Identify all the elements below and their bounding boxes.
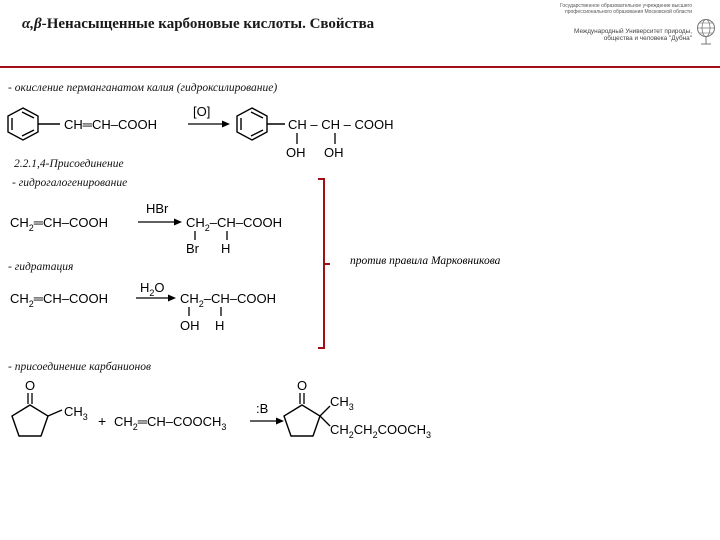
r1-reactant: CH═CH‒COOH <box>64 117 157 132</box>
title-greek: α,β- <box>22 16 47 32</box>
university-subtitle: Государственное образовательное учрежден… <box>559 3 692 15</box>
markovnikov-note: против правила Марковникова <box>350 255 501 267</box>
r1-reagent: [O] <box>193 104 210 119</box>
header-divider <box>0 66 720 68</box>
r4-product-ch3: CH3 <box>330 394 354 412</box>
r2-reagent: HBr <box>146 201 169 216</box>
r4-plus: + <box>98 413 106 429</box>
r4-acceptor: CH2═CH‒COOCH3 <box>114 414 226 432</box>
title-text: Ненасыщенные карбоновые кислоты. Свойств… <box>46 16 375 32</box>
cyclopentane-ring-icon <box>11 404 49 437</box>
r1-sub-oh-2: OH <box>324 145 344 160</box>
arrow-right-icon <box>188 120 230 128</box>
r3-reagent: H2O <box>140 280 165 298</box>
r3-sub-h: H <box>215 318 224 333</box>
bond-line <box>47 409 63 417</box>
r3-sub-oh: OH <box>180 318 200 333</box>
page-title: α,β-Ненасыщенные карбоновые кислоты. Сво… <box>22 16 374 33</box>
reaction-hydrohalogenation: CH2═CH‒COOH HBr CH2‒CH‒COOH Br H <box>10 201 282 256</box>
r4-product-o: O <box>297 378 307 393</box>
benzene-ring-icon <box>236 107 268 141</box>
cyclopentane-ring-icon <box>283 404 321 437</box>
section-hydrohalogenation: - гидрогалогенирование <box>12 177 128 189</box>
section-carbanion: - присоединение карбанионов <box>8 361 151 373</box>
r1-sub-oh-1: OH <box>286 145 306 160</box>
bond-line <box>319 415 331 427</box>
section-addition-title: 2.2.1,4-Присоединение <box>14 158 124 170</box>
reaction-hydration: CH2═CH‒COOH H2O CH2‒CH‒COOH OH H <box>10 280 276 333</box>
bond-line <box>319 405 331 417</box>
university-name: Международный Университет природы, общес… <box>574 28 692 43</box>
r3-reactant: CH2═CH‒COOH <box>10 291 108 309</box>
r1-product-chain: CH ‒ CH ‒ COOH <box>288 117 393 132</box>
r4-ketone-o: O <box>25 378 35 393</box>
bracket-icon <box>318 178 330 349</box>
r2-reactant: CH2═CH‒COOH <box>10 215 108 233</box>
r2-sub-h: H <box>221 241 230 256</box>
arrow-right-icon <box>136 294 176 302</box>
r3-product: CH2‒CH‒COOH <box>180 291 276 309</box>
section-oxidation: - окисление перманганатом калия (гидрокс… <box>8 82 278 94</box>
r4-product-chain: CH2CH2COOCH3 <box>330 422 431 440</box>
arrow-right-icon <box>138 218 182 226</box>
r4-reagent: :B <box>256 401 268 416</box>
r4-ketone-ch3: CH3 <box>64 404 88 422</box>
globe-logo-icon <box>697 19 715 45</box>
reaction-oxidation: CH═CH‒COOH [O] CH ‒ CH ‒ COOH OH OH <box>7 104 393 160</box>
r2-product: CH2‒CH‒COOH <box>186 215 282 233</box>
reaction-carbanion-addition: O CH3 + CH2═CH‒COOCH3 :B O CH3 CH2CH2COO… <box>11 378 431 440</box>
section-hydration: - гидратация <box>8 261 74 273</box>
r2-sub-br: Br <box>186 241 200 256</box>
benzene-ring-icon <box>7 107 39 141</box>
arrow-right-icon <box>250 417 284 425</box>
